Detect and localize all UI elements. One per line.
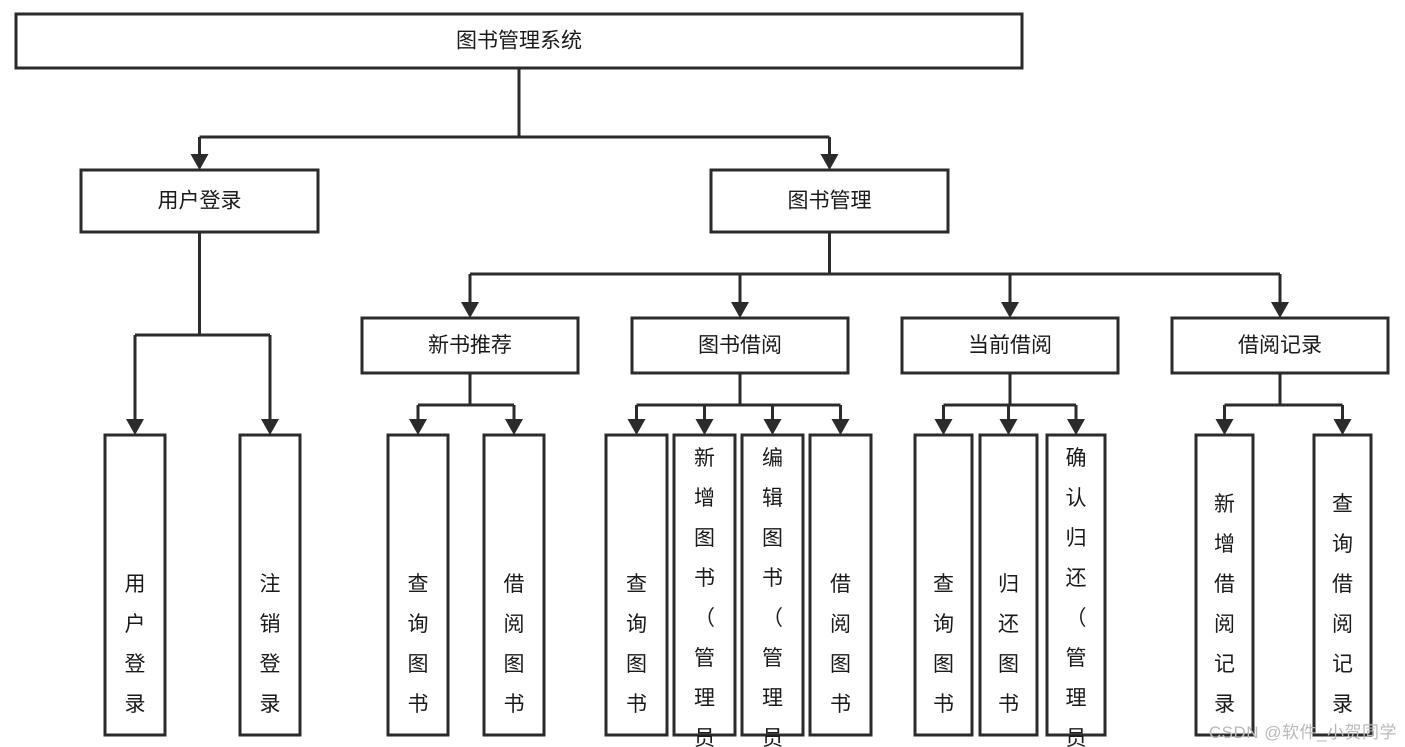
connector-root-to-level1 — [190, 68, 839, 170]
node-label-book-borrow: 图书借阅 — [698, 334, 782, 357]
node-current-borrow[interactable]: 当前借阅 — [900, 316, 1120, 375]
arrow-head-icon — [831, 419, 850, 435]
node-box-bb-borrow-book — [808, 433, 873, 737]
node-label-new-book-recommend: 新书推荐 — [428, 334, 512, 357]
connector-nbr-to-leaves — [409, 373, 523, 435]
node-label-bb-edit-book: 编辑图书（管理员） — [762, 447, 783, 747]
node-user-login[interactable]: 用户登录 — [79, 168, 320, 234]
node-cb-query-book[interactable]: 查询图书 — [913, 433, 974, 737]
node-box-user-login — [79, 168, 320, 234]
arrow-head-icon — [820, 154, 839, 170]
arrow-head-icon — [763, 419, 782, 435]
node-box-borrow-record — [1170, 316, 1390, 375]
node-box-root — [14, 12, 1024, 70]
node-label-cb-confirm-return: 确认归还（管理员） — [1066, 447, 1087, 747]
node-box-cb-return-book — [978, 433, 1039, 737]
arrow-head-icon — [261, 419, 279, 435]
node-box-br-query-record — [1312, 433, 1373, 737]
connector-cb-to-leaves — [934, 373, 1085, 435]
node-label-bb-add-book: 新增图书（管理员） — [694, 447, 715, 747]
node-label-br-query-record: 查询借阅记录 — [1332, 493, 1353, 716]
node-box-nbr-borrow-book — [482, 433, 546, 737]
arrow-head-icon — [731, 302, 749, 318]
node-label-book-manage: 图书管理 — [788, 190, 872, 213]
arrow-head-icon — [190, 154, 209, 170]
node-box-nbr-query-book — [386, 433, 450, 737]
node-box-cb-confirm-return — [1045, 433, 1107, 737]
node-box-new-book-recommend — [360, 316, 580, 375]
node-label-bb-borrow-book: 借阅图书 — [830, 573, 851, 716]
node-label-root: 图书管理系统 — [456, 30, 582, 53]
node-root[interactable]: 图书管理系统 — [14, 12, 1024, 70]
connector-book-manage-to-level2 — [461, 232, 1289, 318]
connector-bb-to-leaves — [627, 373, 850, 435]
connector-layer — [126, 68, 1352, 435]
node-box-bb-edit-book — [740, 433, 805, 737]
node-nbr-borrow-book[interactable]: 借阅图书 — [482, 433, 546, 737]
arrow-head-icon — [999, 419, 1018, 435]
connector-user-login-to-leaves — [126, 232, 279, 435]
arrow-head-icon — [1271, 302, 1289, 318]
node-box-current-borrow — [900, 316, 1120, 375]
node-label-user-logout: 注销登录 — [260, 573, 281, 716]
node-layer: 图书管理系统用户登录用户登录注销登录图书管理新书推荐查询图书借阅图书图书借阅查询… — [14, 12, 1390, 747]
node-bb-borrow-book[interactable]: 借阅图书 — [808, 433, 873, 737]
connector-br-to-leaves — [1215, 373, 1352, 435]
node-borrow-record[interactable]: 借阅记录 — [1170, 316, 1390, 375]
arrow-head-icon — [1333, 419, 1352, 435]
node-label-borrow-record: 借阅记录 — [1238, 334, 1322, 357]
node-br-add-record[interactable]: 新增借阅记录 — [1194, 433, 1255, 737]
node-label-nbr-query-book: 查询图书 — [408, 573, 429, 716]
node-box-book-manage — [709, 168, 950, 234]
node-label-current-borrow: 当前借阅 — [968, 334, 1052, 357]
arrow-head-icon — [934, 419, 953, 435]
watermark-label: CSDN @软件_小贺同学 — [1208, 723, 1397, 742]
arrow-head-icon — [461, 302, 479, 318]
node-book-manage[interactable]: 图书管理 — [709, 168, 950, 234]
node-label-bb-query-book: 查询图书 — [626, 573, 647, 716]
node-label-user-login: 用户登录 — [158, 190, 242, 213]
arrow-head-icon — [627, 419, 646, 435]
arrow-head-icon — [1001, 302, 1019, 318]
node-bb-add-book[interactable]: 新增图书（管理员） — [672, 433, 737, 747]
node-user-logout[interactable]: 注销登录 — [238, 433, 302, 737]
node-user-login-do[interactable]: 用户登录 — [103, 433, 167, 737]
arrow-head-icon — [505, 419, 523, 435]
node-box-user-login-do — [103, 433, 167, 737]
node-label-cb-return-book: 归还图书 — [998, 573, 1019, 716]
node-new-book-recommend[interactable]: 新书推荐 — [360, 316, 580, 375]
arrow-head-icon — [1067, 419, 1085, 435]
node-cb-confirm-return[interactable]: 确认归还（管理员） — [1045, 433, 1107, 747]
node-cb-return-book[interactable]: 归还图书 — [978, 433, 1039, 737]
node-br-query-record[interactable]: 查询借阅记录 — [1312, 433, 1373, 737]
arrow-head-icon — [1215, 419, 1234, 435]
node-label-nbr-borrow-book: 借阅图书 — [504, 573, 525, 716]
arrow-head-icon — [126, 419, 144, 435]
node-box-br-add-record — [1194, 433, 1255, 737]
node-book-borrow[interactable]: 图书借阅 — [630, 316, 850, 375]
node-bb-query-book[interactable]: 查询图书 — [604, 433, 669, 737]
node-box-user-logout — [238, 433, 302, 737]
node-bb-edit-book[interactable]: 编辑图书（管理员） — [740, 433, 805, 747]
arrow-head-icon — [409, 419, 427, 435]
node-label-br-add-record: 新增借阅记录 — [1214, 493, 1235, 716]
node-box-bb-add-book — [672, 433, 737, 737]
node-box-cb-query-book — [913, 433, 974, 737]
arrow-head-icon — [695, 419, 714, 435]
node-nbr-query-book[interactable]: 查询图书 — [386, 433, 450, 737]
node-box-bb-query-book — [604, 433, 669, 737]
node-box-book-borrow — [630, 316, 850, 375]
node-label-user-login-do: 用户登录 — [125, 573, 146, 716]
node-label-cb-query-book: 查询图书 — [933, 573, 954, 716]
